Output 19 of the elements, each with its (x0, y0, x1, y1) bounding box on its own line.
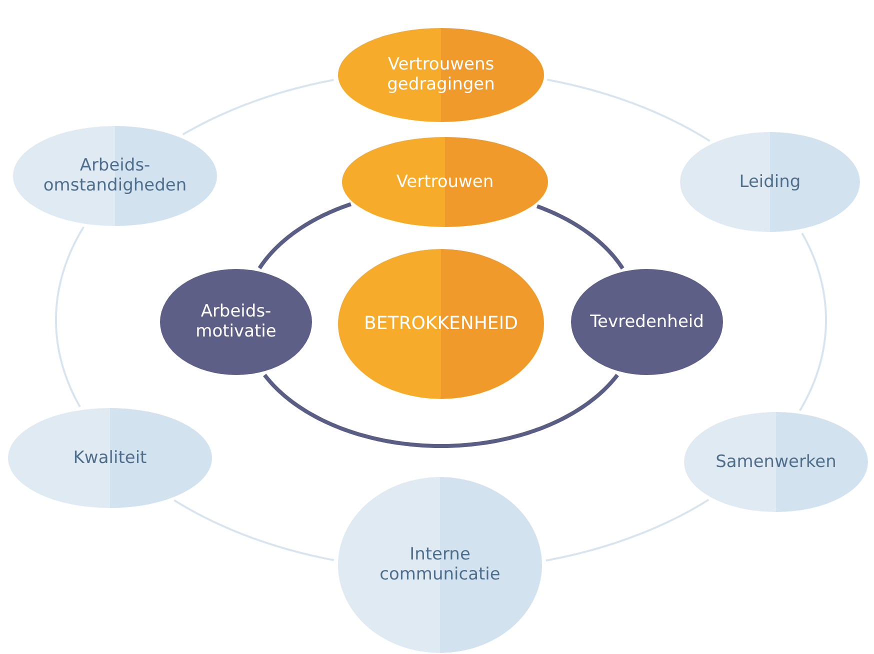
node-label: Kwaliteit (72, 448, 148, 468)
node-label: Tevredenheid (589, 312, 705, 332)
connector-line (546, 78, 710, 142)
connector-line (55, 226, 84, 408)
node-label: Arbeids- motivatie (194, 302, 278, 342)
node-label: Interne communicatie (378, 544, 502, 586)
connector-line (174, 499, 334, 562)
node-label: Arbeids- omstandigheden (42, 156, 188, 196)
ring-connector (258, 202, 352, 270)
ring-connector (263, 374, 619, 448)
ring-connector (536, 204, 624, 270)
node-label: BETROKKENHEID (363, 313, 519, 335)
connector-line (182, 78, 334, 136)
node-label: Samenwerken (714, 452, 838, 472)
connector-line (546, 498, 710, 562)
node-label: Vertrouwens gedragingen (386, 54, 496, 96)
node-label: Leiding (738, 172, 802, 192)
node-label: Vertrouwen (395, 172, 495, 192)
connector-line (798, 232, 827, 412)
